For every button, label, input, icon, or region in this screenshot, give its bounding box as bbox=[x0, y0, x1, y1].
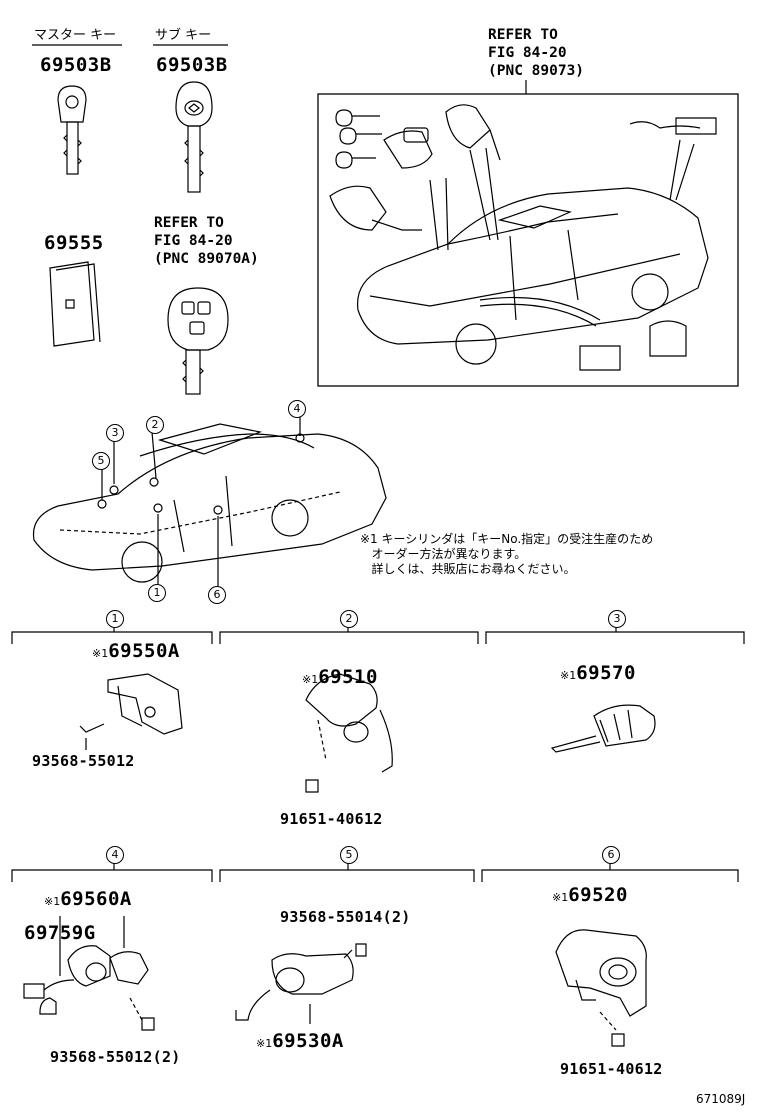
part-2-drawing bbox=[305, 673, 393, 793]
part-number-p4-sub[interactable]: 69759G bbox=[24, 922, 96, 944]
sub-key-drawing bbox=[175, 81, 213, 193]
mark-symbol: ※1 bbox=[552, 891, 569, 904]
callout-2[interactable]: 2 bbox=[146, 416, 164, 434]
callout-3[interactable]: 3 bbox=[106, 424, 124, 442]
part-number-p5-main: 69530A bbox=[272, 1030, 344, 1052]
ref-car-drawing bbox=[329, 104, 717, 371]
main-car-drawing bbox=[32, 416, 387, 586]
callout-5[interactable]: 5 bbox=[92, 452, 110, 470]
part-4-main-label[interactable]: ※169560A bbox=[44, 888, 132, 910]
part-number-p1-bolt[interactable]: 93568-55012 bbox=[32, 752, 135, 770]
master-key-drawing bbox=[57, 85, 87, 175]
part-1-main-label[interactable]: ※169550A bbox=[92, 640, 180, 662]
part-4-drawing bbox=[23, 916, 155, 1031]
mark-symbol: ※1 bbox=[44, 895, 61, 908]
mark-symbol: ※1 bbox=[302, 673, 319, 686]
mark-symbol: ※1 bbox=[256, 1037, 273, 1050]
part-6-drawing bbox=[555, 929, 647, 1047]
part-5-main-label[interactable]: ※169530A bbox=[256, 1030, 344, 1052]
section-callout-5: 5 bbox=[340, 846, 358, 864]
part-number-p6-main: 69520 bbox=[568, 884, 628, 906]
part-number-p1-main: 69550A bbox=[108, 640, 180, 662]
remote-key-drawing bbox=[167, 287, 229, 395]
mark-symbol: ※1 bbox=[560, 669, 577, 682]
part-number-p2-bolt[interactable]: 91651-40612 bbox=[280, 810, 383, 828]
part-number-p6-bolt[interactable]: 91651-40612 bbox=[560, 1060, 663, 1078]
callout-1[interactable]: 1 bbox=[148, 584, 166, 602]
part-1-drawing bbox=[79, 673, 183, 750]
part-6-main-label[interactable]: ※169520 bbox=[552, 884, 628, 906]
figure-id: 671089J bbox=[696, 1092, 746, 1106]
part-3-main-label[interactable]: ※169570 bbox=[560, 662, 636, 684]
ref-fig-remote[interactable]: REFER TO FIG 84-20 (PNC 89070A) bbox=[154, 215, 259, 267]
section-callout-4: 4 bbox=[106, 846, 124, 864]
part-number-p2-main: 69510 bbox=[318, 666, 378, 688]
part-number-p5-bolt[interactable]: 93568-55014(2) bbox=[280, 908, 411, 926]
part-number-p4-bolt[interactable]: 93568-55012(2) bbox=[50, 1048, 181, 1066]
part-2-main-label[interactable]: ※169510 bbox=[302, 666, 378, 688]
section-callout-2: 2 bbox=[340, 610, 358, 628]
ref-fig-top[interactable]: REFER TO FIG 84-20 (PNC 89073) bbox=[488, 27, 585, 79]
section-callout-6: 6 bbox=[602, 846, 620, 864]
mark-symbol: ※1 bbox=[92, 647, 109, 660]
order-note: ※1 キーシリンダは「キーNo.指定」の受注生産のため オーダー方法が異なります… bbox=[360, 532, 654, 576]
card-drawing bbox=[49, 261, 101, 347]
section-callout-3: 3 bbox=[608, 610, 626, 628]
part-number-sub-key[interactable]: 69503B bbox=[156, 54, 228, 76]
part-3-drawing bbox=[550, 704, 656, 753]
sub-key-label: サブ キー bbox=[155, 28, 212, 43]
part-5-drawing bbox=[235, 943, 367, 1024]
callout-4[interactable]: 4 bbox=[288, 400, 306, 418]
section-callout-1: 1 bbox=[106, 610, 124, 628]
part-number-card[interactable]: 69555 bbox=[44, 232, 104, 254]
callout-6[interactable]: 6 bbox=[208, 586, 226, 604]
part-number-p3-main: 69570 bbox=[576, 662, 636, 684]
part-number-master-key[interactable]: 69503B bbox=[40, 54, 112, 76]
part-number-p4-main: 69560A bbox=[60, 888, 132, 910]
master-key-label: マスター キー bbox=[34, 28, 117, 43]
